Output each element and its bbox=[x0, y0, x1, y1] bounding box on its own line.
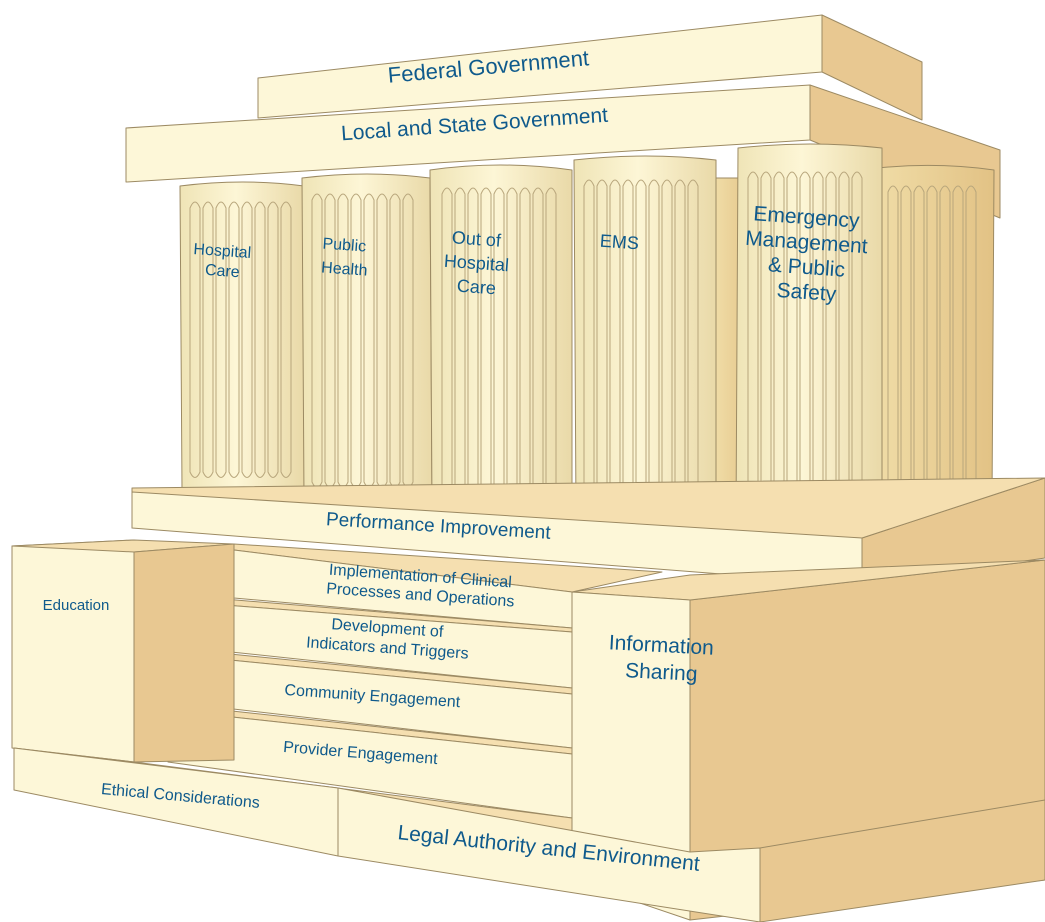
column-flute bbox=[254, 201, 266, 478]
column-flute bbox=[202, 201, 214, 478]
base-side bbox=[759, 799, 1045, 922]
pillar-label-hospital-care: Care bbox=[204, 262, 240, 281]
pillar-label-ems: EMS bbox=[599, 231, 639, 254]
column-flute bbox=[241, 201, 253, 478]
pillar-label-out-of-hospital-care: Out of bbox=[451, 227, 502, 250]
column-out-of-hospital bbox=[429, 164, 573, 511]
pillar-label-hospital-care: Hospital bbox=[193, 241, 252, 262]
pillar-label-out-of-hospital-care: Care bbox=[456, 276, 496, 299]
pillar-label-emergency-management: & Public bbox=[767, 253, 845, 281]
local-state-slab-front bbox=[125, 84, 811, 183]
column-flute bbox=[189, 201, 201, 478]
education-label: Education bbox=[43, 597, 110, 614]
temple-structure bbox=[11, 14, 1045, 922]
pillar-label-public-health: Health bbox=[321, 259, 368, 279]
column-right bbox=[877, 164, 995, 509]
pillar-label-public-health: Public bbox=[322, 236, 367, 256]
column-flute bbox=[215, 201, 227, 478]
information-sharing-label-line2: Sharing bbox=[625, 659, 698, 686]
column-flute bbox=[228, 201, 240, 478]
federal-slab-front bbox=[257, 14, 823, 119]
information-sharing-label-line1: Information bbox=[608, 631, 714, 659]
education-block-front bbox=[11, 539, 135, 763]
pillar-label-emergency-management: Safety bbox=[776, 279, 837, 306]
education-block-side bbox=[133, 543, 235, 763]
pillar-label-out-of-hospital-care: Hospital bbox=[443, 251, 509, 275]
columns bbox=[179, 143, 995, 525]
column-ems bbox=[573, 155, 717, 519]
column-flute bbox=[267, 201, 279, 478]
column-flute bbox=[280, 201, 292, 478]
